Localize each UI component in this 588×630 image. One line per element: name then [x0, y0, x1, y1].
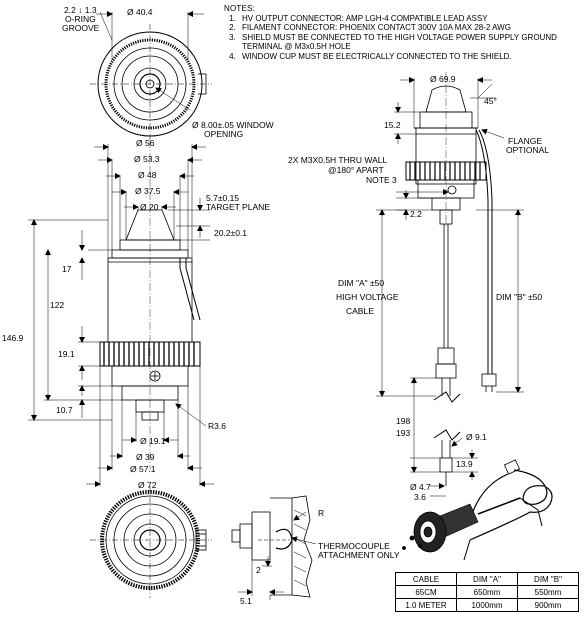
side-view: [28, 140, 214, 487]
angle-45: 45°: [484, 96, 497, 106]
dim-d53: Ø 53.3: [134, 154, 160, 164]
dim-d20: Ø 20: [140, 202, 159, 212]
dim-a-label-line2: HIGH VOLTAGE: [336, 292, 399, 302]
table-cell: 650mm: [456, 585, 518, 599]
flange-label-line1: FLANGE: [508, 136, 542, 146]
notes-heading: NOTES:: [224, 4, 255, 13]
table-header-row: CABLE DIM "A" DIM "B": [395, 572, 579, 586]
table-cell: 1.0 METER: [395, 598, 457, 612]
detail-radius: R: [318, 508, 324, 518]
thermocouple-label-line2: ATTACHMENT ONLY: [318, 550, 400, 560]
dim-122: 122: [50, 300, 64, 310]
dim-d39: Ø 39: [136, 452, 155, 462]
bottom-view: [90, 486, 212, 598]
dim-d72: Ø 72: [138, 480, 157, 490]
table-row: 65CM 650mm 550mm: [395, 585, 579, 599]
note-item-1: HV OUTPUT CONNECTOR: AMP LGH-4 COMPATIBL…: [238, 14, 584, 24]
dim-146: 146.9: [2, 333, 24, 343]
cable-assembly: [402, 459, 553, 561]
notes-block: NOTES: HV OUTPUT CONNECTOR: AMP LGH-4 CO…: [224, 4, 584, 62]
table-row: 1.0 METER 1000mm 900mm: [395, 598, 579, 612]
flange-label-line2: OPTIONAL: [506, 145, 549, 155]
target-plane-label: TARGET PLANE: [206, 202, 270, 212]
note-item-3: SHIELD MUST BE CONNECTED TO THE HIGH VOL…: [238, 33, 584, 52]
note-item-2: FILAMENT CONNECTOR: PHOENIX CONTACT 300V…: [238, 23, 584, 33]
dim-13-9: 13.9: [456, 459, 473, 469]
right-side-view: [376, 72, 524, 497]
dim-17: 17: [62, 264, 72, 274]
detail-dim-2: 2: [256, 565, 261, 575]
groove-label-line2: GROOVE: [62, 23, 100, 33]
dim-d37: Ø 37.5: [135, 186, 161, 196]
dim-d56: Ø 56: [136, 138, 155, 148]
dim-3-6: 3.6: [414, 492, 426, 502]
dim-10-7: 10.7: [56, 405, 73, 415]
radius-3-6: R3.6: [208, 421, 226, 431]
cable-dimension-table: CABLE DIM "A" DIM "B" 65CM 650mm 550mm 1…: [395, 572, 579, 612]
thru-wall-label-line2: @180° APART: [328, 165, 384, 175]
window-label-line2: OPENING: [204, 129, 243, 139]
groove-label-line1: O-RING: [65, 14, 96, 24]
top-diameter-label: Ø 40.4: [127, 7, 153, 17]
detail-view: [231, 495, 317, 600]
dim-d4-7: Ø 4.7: [410, 482, 431, 492]
detail-dim-5-1: 5.1: [240, 596, 252, 606]
note-item-4: WINDOW CUP MUST BE ELECTRICALLY CONNECTE…: [238, 52, 584, 62]
dim-d48: Ø 48: [138, 170, 157, 180]
table-cell: 65CM: [395, 585, 457, 599]
dim-a-label-line1: DIM "A" ±50: [338, 278, 384, 288]
table-header-cell: DIM "A": [456, 572, 518, 586]
table-cell: 900mm: [517, 598, 579, 612]
dim-d19: Ø 19.1: [140, 436, 166, 446]
window-label-line1: Ø 8.00±.05 WINDOW: [192, 120, 274, 130]
table-cell: 1000mm: [456, 598, 518, 612]
dim-2-2: 2.2: [410, 209, 422, 219]
dim-198: 198: [396, 416, 410, 426]
groove-depth-label: 2.2 ↓ 1.3: [64, 5, 97, 15]
dim-a-label-line3: CABLE: [346, 306, 374, 316]
table-header-cell: CABLE: [395, 572, 457, 586]
dim-15-2: 15.2: [384, 120, 401, 130]
thru-wall-label-line1: 2X M3X0.5H THRU WALL: [288, 155, 387, 165]
dim-d69: Ø 69.9: [430, 74, 456, 84]
note3-label: NOTE 3: [366, 175, 397, 185]
target-plane-dim: 5.7±0.15: [206, 193, 239, 203]
thermocouple-label-line1: THERMOCOUPLE: [318, 541, 390, 551]
dim-20-2: 20.2±0.1: [214, 228, 247, 238]
dim-193: 193: [396, 428, 410, 438]
dim-b-label: DIM "B" ±50: [496, 292, 542, 302]
top-view: [90, 11, 212, 140]
dim-19-1: 19.1: [58, 349, 75, 359]
dim-d57: Ø 57.1: [130, 464, 156, 474]
table-cell: 550mm: [517, 585, 579, 599]
table-header-cell: DIM "B": [517, 572, 579, 586]
dim-d9-1: Ø 9.1: [466, 432, 487, 442]
